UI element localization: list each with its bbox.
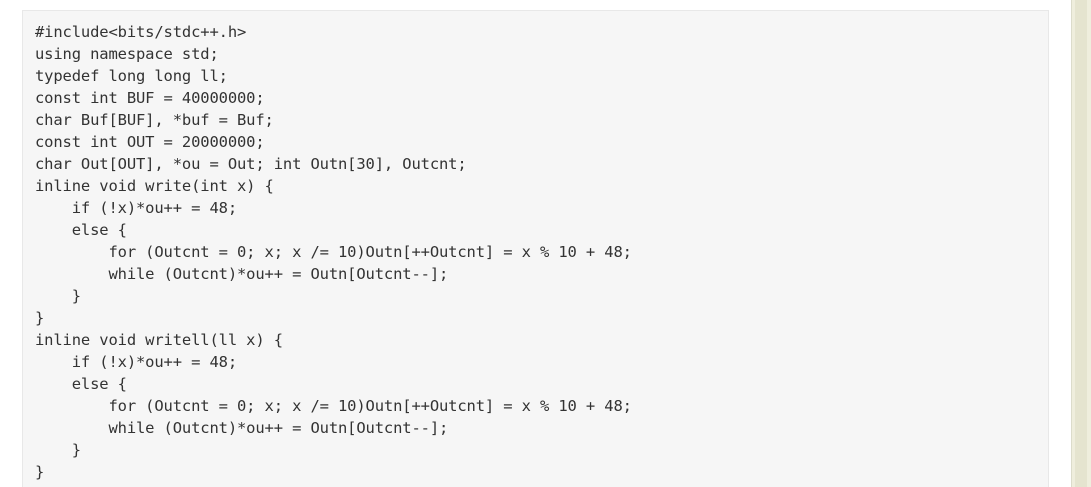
code-line: typedef long long ll; bbox=[35, 67, 228, 85]
code-line: char Buf[BUF], *buf = Buf; bbox=[35, 111, 274, 129]
code-line: inline void write(int x) { bbox=[35, 177, 274, 195]
code-line: #include<bits/stdc++.h> bbox=[35, 23, 247, 41]
code-line: } bbox=[35, 441, 81, 459]
code-line: inline void writell(ll x) { bbox=[35, 331, 283, 349]
code-line: char Out[OUT], *ou = Out; int Outn[30], … bbox=[35, 155, 467, 173]
code-line: if (!x)*ou++ = 48; bbox=[35, 353, 237, 371]
code-line: for (Outcnt = 0; x; x /= 10)Outn[++Outcn… bbox=[35, 243, 632, 261]
code-line: using namespace std; bbox=[35, 45, 219, 63]
code-listing: #include<bits/stdc++.h> using namespace s… bbox=[35, 21, 632, 483]
code-line: while (Outcnt)*ou++ = Outn[Outcnt--]; bbox=[35, 419, 449, 437]
code-line: } bbox=[35, 309, 45, 327]
code-line: else { bbox=[35, 375, 127, 393]
code-line: for (Outcnt = 0; x; x /= 10)Outn[++Outcn… bbox=[35, 397, 632, 415]
code-block[interactable]: #include<bits/stdc++.h> using namespace s… bbox=[22, 10, 1049, 487]
scrollbar-thumb[interactable] bbox=[1075, 0, 1087, 487]
code-line: } bbox=[35, 287, 81, 305]
code-line: while (Outcnt)*ou++ = Outn[Outcnt--]; bbox=[35, 265, 449, 283]
code-line: } bbox=[35, 463, 45, 481]
code-line: if (!x)*ou++ = 48; bbox=[35, 199, 237, 217]
code-line: const int OUT = 20000000; bbox=[35, 133, 265, 151]
code-line: const int BUF = 40000000; bbox=[35, 89, 265, 107]
code-line: else { bbox=[35, 221, 127, 239]
